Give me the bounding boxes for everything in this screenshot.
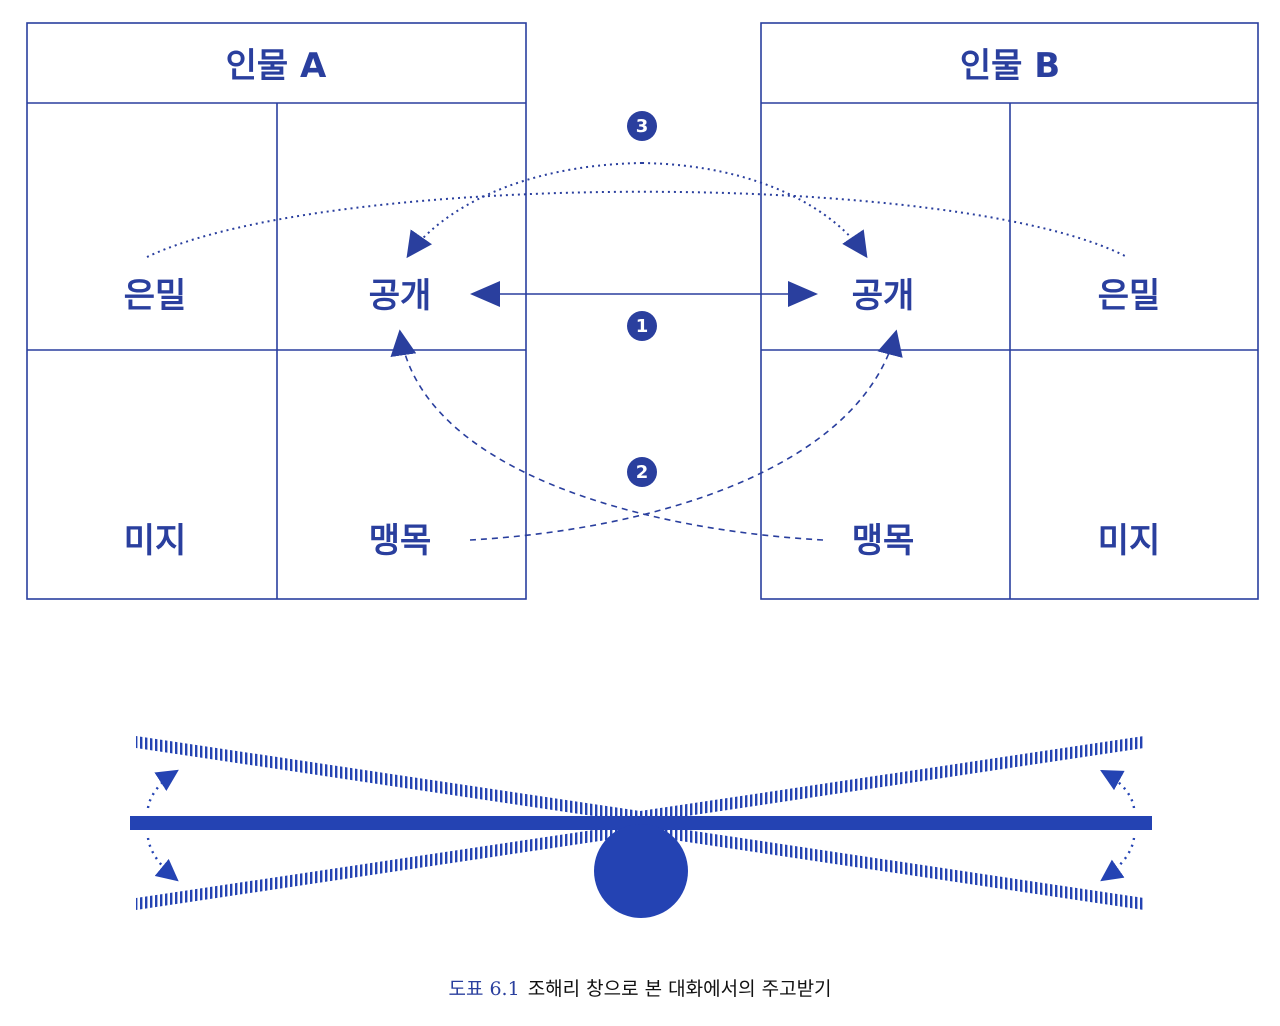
tilt-plank-lower-left [136, 823, 640, 910]
tilt-arrow-right-down [1100, 837, 1136, 882]
tilt-plank-upper-left [136, 736, 640, 823]
svg-text:3: 3 [636, 116, 649, 137]
arrows-blind-to-open [390, 329, 903, 541]
window-b-open-label: 공개 [852, 276, 915, 316]
figure-number: 도표 6.1 [448, 978, 520, 1000]
window-b-title: 인물 B [960, 46, 1060, 86]
svg-text:2: 2 [636, 462, 649, 483]
marker-2: 2 [627, 457, 657, 487]
window-a-title: 인물 A [226, 46, 327, 86]
level-plank [130, 816, 1152, 830]
figure-caption: 도표 6.1 조해리 창으로 본 대화에서의 주고받기 [0, 974, 1280, 1001]
tilt-plank-upper-right [640, 736, 1144, 823]
tilt-arrow-right-up [1100, 769, 1136, 809]
tilt-arrow-left-up [146, 769, 179, 809]
window-a-unknown-label: 미지 [124, 521, 187, 561]
window-a-open-label: 공개 [369, 276, 432, 316]
fulcrum [594, 824, 688, 918]
arrows-hidden-to-open [146, 162, 1128, 259]
tilt-arrow-left-down [146, 837, 179, 882]
marker-1: 1 [627, 311, 657, 341]
svg-text:1: 1 [636, 316, 649, 337]
window-a-hidden-label: 은밀 [124, 276, 187, 316]
figure-title: 조해리 창으로 본 대화에서의 주고받기 [527, 978, 832, 1000]
window-b-unknown-label: 미지 [1098, 521, 1161, 561]
arrow-open-exchange [470, 281, 818, 307]
johari-window-b: 인물 B 공개 은밀 맹목 미지 [760, 22, 1259, 600]
johari-window-a: 인물 A 은밀 공개 미지 맹목 [26, 22, 527, 600]
marker-3: 3 [627, 111, 657, 141]
seesaw-illustration [130, 736, 1152, 918]
window-a-blind-label: 맹목 [369, 521, 432, 561]
window-b-blind-label: 맹목 [852, 521, 915, 561]
window-b-hidden-label: 은밀 [1098, 276, 1161, 316]
tilt-plank-lower-right [640, 823, 1144, 910]
